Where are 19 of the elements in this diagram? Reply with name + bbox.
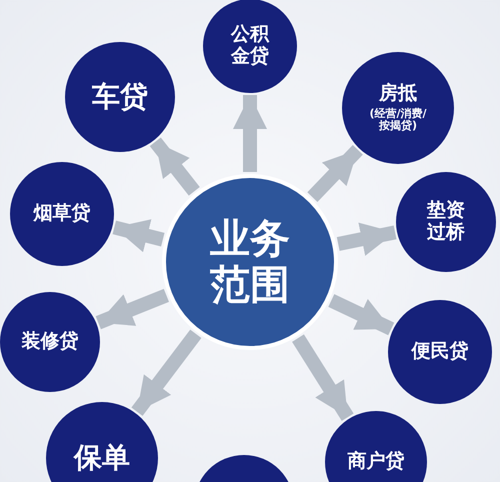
circle-label: 公积金贷 (230, 24, 270, 68)
circle-label: 车贷 (92, 80, 148, 114)
arrow (336, 222, 396, 256)
arrow (307, 144, 363, 202)
arrow (150, 137, 200, 196)
arrow (233, 95, 267, 172)
arrow (96, 288, 169, 330)
circle-label: 垫资过桥 (426, 200, 466, 244)
arrow (131, 330, 202, 416)
circle-label: 商户贷 (348, 451, 404, 473)
circle-note: (经营/消费/按揭贷) (368, 108, 428, 134)
circle-label: 房抵 (379, 82, 417, 105)
circle-label: 装修贷 (22, 331, 78, 353)
arrow (112, 219, 165, 252)
circle-label: 便民贷 (412, 341, 468, 363)
circle-label: 业务范围 (209, 216, 291, 308)
circle-label: 保单 (74, 442, 130, 474)
circle-label: 烟草贷 (34, 203, 90, 225)
arrow (328, 294, 394, 336)
